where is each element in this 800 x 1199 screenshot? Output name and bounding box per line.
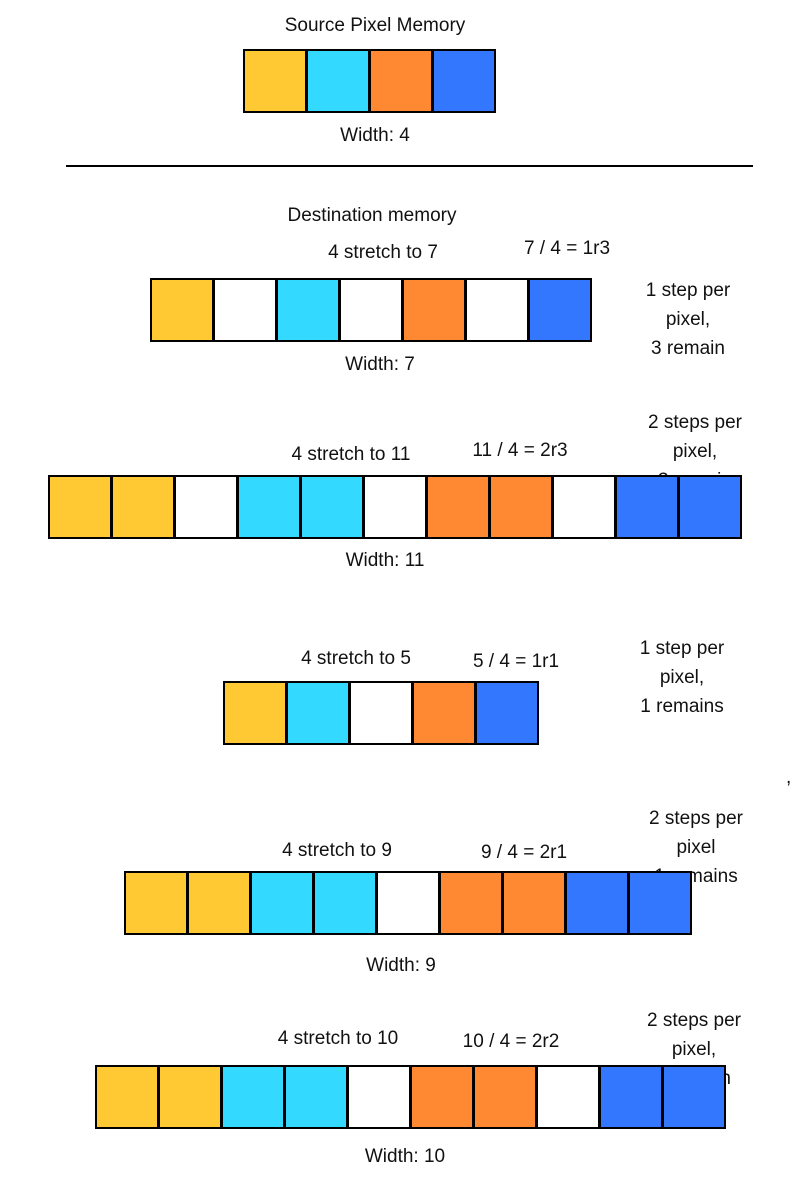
division-label-7: 7 / 4 = 1r3 <box>523 238 611 259</box>
pixel-cell-blue <box>477 683 537 743</box>
stretch-label-10: 4 stretch to 10 <box>277 1028 399 1049</box>
step-note-7: 1 step per pixel, 3 remain <box>645 280 731 359</box>
section-divider <box>66 165 753 167</box>
pixel-cell-yellow <box>126 873 186 933</box>
destination-strip-10 <box>95 1065 726 1129</box>
pixel-cell-white <box>554 477 614 537</box>
pixel-cell-blue <box>617 477 677 537</box>
pixel-cell-white <box>538 1067 598 1127</box>
pixel-cell-orange <box>441 873 501 933</box>
pixel-cell-orange <box>412 1067 472 1127</box>
destination-strip-7 <box>150 278 592 342</box>
pixel-cell-yellow <box>245 51 305 111</box>
pixel-cell-yellow <box>97 1067 157 1127</box>
pixel-cell-orange <box>404 280 464 340</box>
pixel-cell-orange <box>414 683 474 743</box>
pixel-cell-white <box>365 477 425 537</box>
pixel-cell-cyan <box>308 51 368 111</box>
source-title: Source Pixel Memory <box>284 15 466 36</box>
division-label-10: 10 / 4 = 2r2 <box>462 1031 560 1052</box>
pixel-cell-yellow <box>50 477 110 537</box>
pixel-cell-cyan <box>278 280 338 340</box>
stretch-label-11: 4 stretch to 11 <box>291 444 411 465</box>
pixel-cell-blue <box>567 873 627 933</box>
pixel-cell-blue <box>664 1067 724 1127</box>
width-label-9: Width: 9 <box>366 955 436 976</box>
stretch-label-5: 4 stretch to 5 <box>301 648 411 669</box>
stretch-label-9: 4 stretch to 9 <box>282 840 392 861</box>
step-note-5: 1 step per pixel, 1 remains <box>639 638 725 717</box>
pixel-cell-yellow <box>152 280 212 340</box>
pixel-cell-white <box>341 280 401 340</box>
pixel-cell-orange <box>371 51 431 111</box>
pixel-cell-orange <box>491 477 551 537</box>
destination-strip-11 <box>48 475 742 539</box>
pixel-cell-yellow <box>189 873 249 933</box>
pixel-cell-cyan <box>315 873 375 933</box>
pixel-cell-orange <box>475 1067 535 1127</box>
pixel-cell-white <box>215 280 275 340</box>
division-label-5: 5 / 4 = 1r1 <box>472 651 560 672</box>
pixel-cell-white <box>349 1067 409 1127</box>
source-width-label: Width: 4 <box>340 125 410 146</box>
stretch-label-7: 4 stretch to 7 <box>328 242 438 263</box>
destination-strip-5 <box>223 681 539 745</box>
pixel-cell-blue <box>630 873 690 933</box>
pixel-cell-cyan <box>252 873 312 933</box>
pixel-cell-cyan <box>286 1067 346 1127</box>
stray-comma: , <box>786 767 792 788</box>
pixel-cell-cyan <box>239 477 299 537</box>
pixel-cell-orange <box>428 477 488 537</box>
division-label-11: 11 / 4 = 2r3 <box>472 440 568 461</box>
destination-strip-9 <box>124 871 692 935</box>
pixel-cell-yellow <box>113 477 173 537</box>
pixel-cell-cyan <box>302 477 362 537</box>
pixel-cell-orange <box>504 873 564 933</box>
pixel-cell-cyan <box>288 683 348 743</box>
width-label-7: Width: 7 <box>345 354 415 375</box>
width-label-10: Width: 10 <box>364 1146 446 1167</box>
pixel-cell-blue <box>530 280 590 340</box>
pixel-cell-white <box>378 873 438 933</box>
pixel-cell-blue <box>434 51 494 111</box>
pixel-cell-blue <box>601 1067 661 1127</box>
destination-title: Destination memory <box>287 205 457 226</box>
pixel-cell-cyan <box>223 1067 283 1127</box>
pixel-cell-white <box>467 280 527 340</box>
pixel-cell-white <box>176 477 236 537</box>
pixel-cell-white <box>351 683 411 743</box>
division-label-9: 9 / 4 = 2r1 <box>480 842 568 863</box>
pixel-cell-yellow <box>225 683 285 743</box>
pixel-cell-yellow <box>160 1067 220 1127</box>
source-pixel-strip <box>243 49 496 113</box>
pixel-cell-blue <box>680 477 740 537</box>
width-label-11: Width: 11 <box>345 550 425 571</box>
